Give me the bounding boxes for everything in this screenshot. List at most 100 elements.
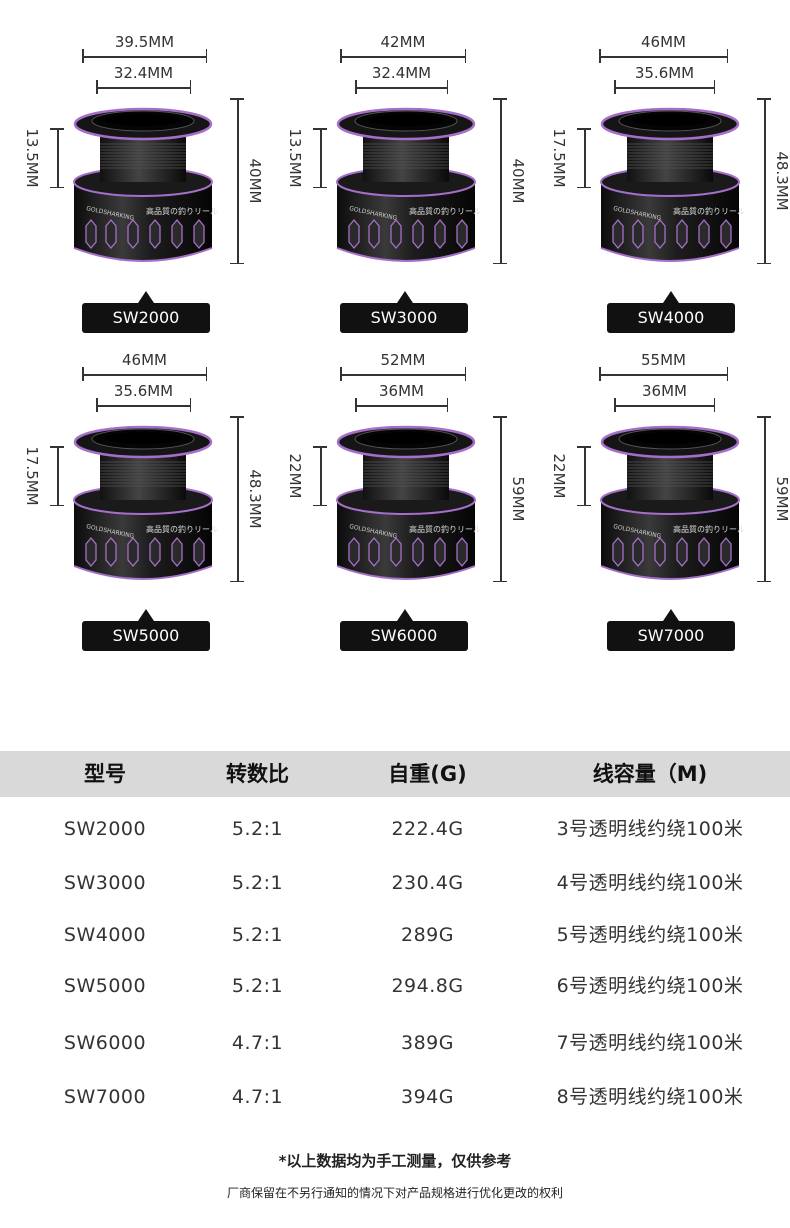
spool-image: GOLDSHARKING 高品質の釣りリール [600, 107, 745, 262]
product-card: 55MM 36MM 22MM 59MM [527, 318, 790, 651]
cell-capacity: 6号透明线约绕100米 [556, 975, 744, 997]
cell-weight: 394G [401, 1086, 454, 1108]
cell-capacity: 8号透明线约绕100米 [556, 1086, 744, 1108]
outer-diameter-label: 46MM [122, 351, 167, 369]
spool-jp-text: 高品質の釣りリール [673, 206, 745, 216]
outer-diameter-line [82, 49, 207, 63]
inner-diameter-label: 32.4MM [371, 64, 432, 82]
depth-line [50, 446, 64, 506]
cell-weight: 294.8G [391, 975, 464, 997]
spool-jp-text: 高品質の釣りリール [673, 524, 745, 534]
cell-weight: 222.4G [391, 818, 464, 840]
cell-model: SW7000 [63, 1086, 147, 1108]
depth-label: 13.5MM [286, 128, 304, 188]
table-header: 型号 转数比 自重(G) 线容量（M) [0, 751, 790, 797]
outer-diameter-line [340, 367, 466, 381]
model-badge: SW7000 [607, 621, 735, 651]
inner-diameter-line [355, 398, 448, 412]
cell-capacity: 7号透明线约绕100米 [556, 1032, 744, 1054]
cell-ratio: 5.2:1 [231, 818, 284, 840]
inner-diameter-line [96, 398, 191, 412]
spool-jp-text: 高品質の釣りリール [409, 206, 481, 216]
depth-line [577, 446, 591, 506]
cell-ratio: 5.2:1 [231, 975, 284, 997]
header-model: 型号 [84, 762, 126, 786]
header-ratio: 转数比 [226, 762, 289, 786]
depth-label: 17.5MM [23, 446, 41, 506]
inner-diameter-line [96, 80, 191, 94]
depth-label: 17.5MM [550, 128, 568, 188]
badge-pointer-icon [138, 609, 154, 621]
spool-jp-text: 高品質の釣りリール [146, 524, 218, 534]
cell-capacity: 4号透明线约绕100米 [556, 872, 744, 894]
product-card: 39.5MM 32.4MM 13.5MM 40MM [0, 0, 264, 333]
table-row: SW4000 5.2:1 289G 5号透明线约绕100米 [0, 920, 790, 950]
badge-pointer-icon [138, 291, 154, 303]
cell-weight: 289G [401, 924, 454, 946]
height-label: 40MM [509, 158, 527, 204]
outer-diameter-line [340, 49, 466, 63]
header-capacity: 线容量（M) [592, 762, 708, 786]
height-line [493, 98, 507, 264]
badge-pointer-icon [397, 291, 413, 303]
model-badge: SW6000 [340, 621, 468, 651]
spool-image: GOLDSHARKING 高品質の釣りリール [336, 425, 481, 580]
depth-label: 22MM [286, 453, 304, 499]
product-card: 42MM 32.4MM 13.5MM 40MM [263, 0, 527, 333]
model-badge: SW3000 [340, 303, 468, 333]
cell-capacity: 5号透明线约绕100米 [556, 924, 744, 946]
depth-line [313, 128, 327, 188]
outer-diameter-line [82, 367, 207, 381]
badge-pointer-icon [663, 609, 679, 621]
cell-ratio: 5.2:1 [231, 872, 284, 894]
badge-pointer-icon [397, 609, 413, 621]
outer-diameter-label: 46MM [641, 33, 686, 51]
outer-diameter-line [599, 49, 728, 63]
depth-line [577, 128, 591, 188]
inner-diameter-label: 35.6MM [113, 382, 174, 400]
outer-diameter-label: 39.5MM [114, 33, 175, 51]
inner-diameter-label: 35.6MM [634, 64, 695, 82]
height-line [757, 98, 771, 264]
height-line [230, 98, 244, 264]
cell-model: SW5000 [63, 975, 147, 997]
depth-label: 13.5MM [23, 128, 41, 188]
product-card: 46MM 35.6MM 17.5MM 48.3MM [527, 0, 790, 333]
cell-ratio: 4.7:1 [231, 1032, 284, 1054]
inner-diameter-line [614, 398, 715, 412]
rights-note: 厂商保留在不另行通知的情况下对产品规格进行优化更改的权利 [226, 1186, 563, 1200]
model-badge: SW5000 [82, 621, 210, 651]
cell-model: SW4000 [63, 924, 147, 946]
spool-image: GOLDSHARKING 高品質の釣りリール [600, 425, 745, 580]
table-row: SW5000 5.2:1 294.8G 6号透明线约绕100米 [0, 971, 790, 1001]
cell-model: SW6000 [63, 1032, 147, 1054]
spool-jp-text: 高品質の釣りリール [409, 524, 481, 534]
cell-capacity: 3号透明线约绕100米 [556, 818, 744, 840]
model-badge: SW2000 [82, 303, 210, 333]
outer-diameter-label: 52MM [380, 351, 426, 369]
cell-model: SW3000 [63, 872, 147, 894]
inner-diameter-line [355, 80, 448, 94]
spool-image: GOLDSHARKING 高品質の釣りリール [73, 107, 218, 262]
height-line [493, 416, 507, 582]
spool-jp-text: 高品質の釣りリール [146, 206, 218, 216]
product-card: 46MM 35.6MM 17.5MM 48.3MM [0, 318, 264, 651]
model-badge: SW4000 [607, 303, 735, 333]
depth-label: 22MM [550, 453, 568, 499]
outer-diameter-label: 42MM [380, 33, 426, 51]
spool-image: GOLDSHARKING 高品質の釣りリール [336, 107, 481, 262]
inner-diameter-label: 36MM [642, 382, 687, 400]
product-card: 52MM 36MM 22MM 59MM [263, 318, 527, 651]
height-line [757, 416, 771, 582]
measurement-note: *以上数据均为手工测量，仅供参考 [278, 1152, 512, 1170]
table-row: SW2000 5.2:1 222.4G 3号透明线约绕100米 [0, 814, 790, 844]
cell-ratio: 5.2:1 [231, 924, 284, 946]
inner-diameter-label: 32.4MM [113, 64, 174, 82]
cell-model: SW2000 [63, 818, 147, 840]
spool-image: GOLDSHARKING 高品質の釣りリール [73, 425, 218, 580]
height-line [230, 416, 244, 582]
depth-line [50, 128, 64, 188]
